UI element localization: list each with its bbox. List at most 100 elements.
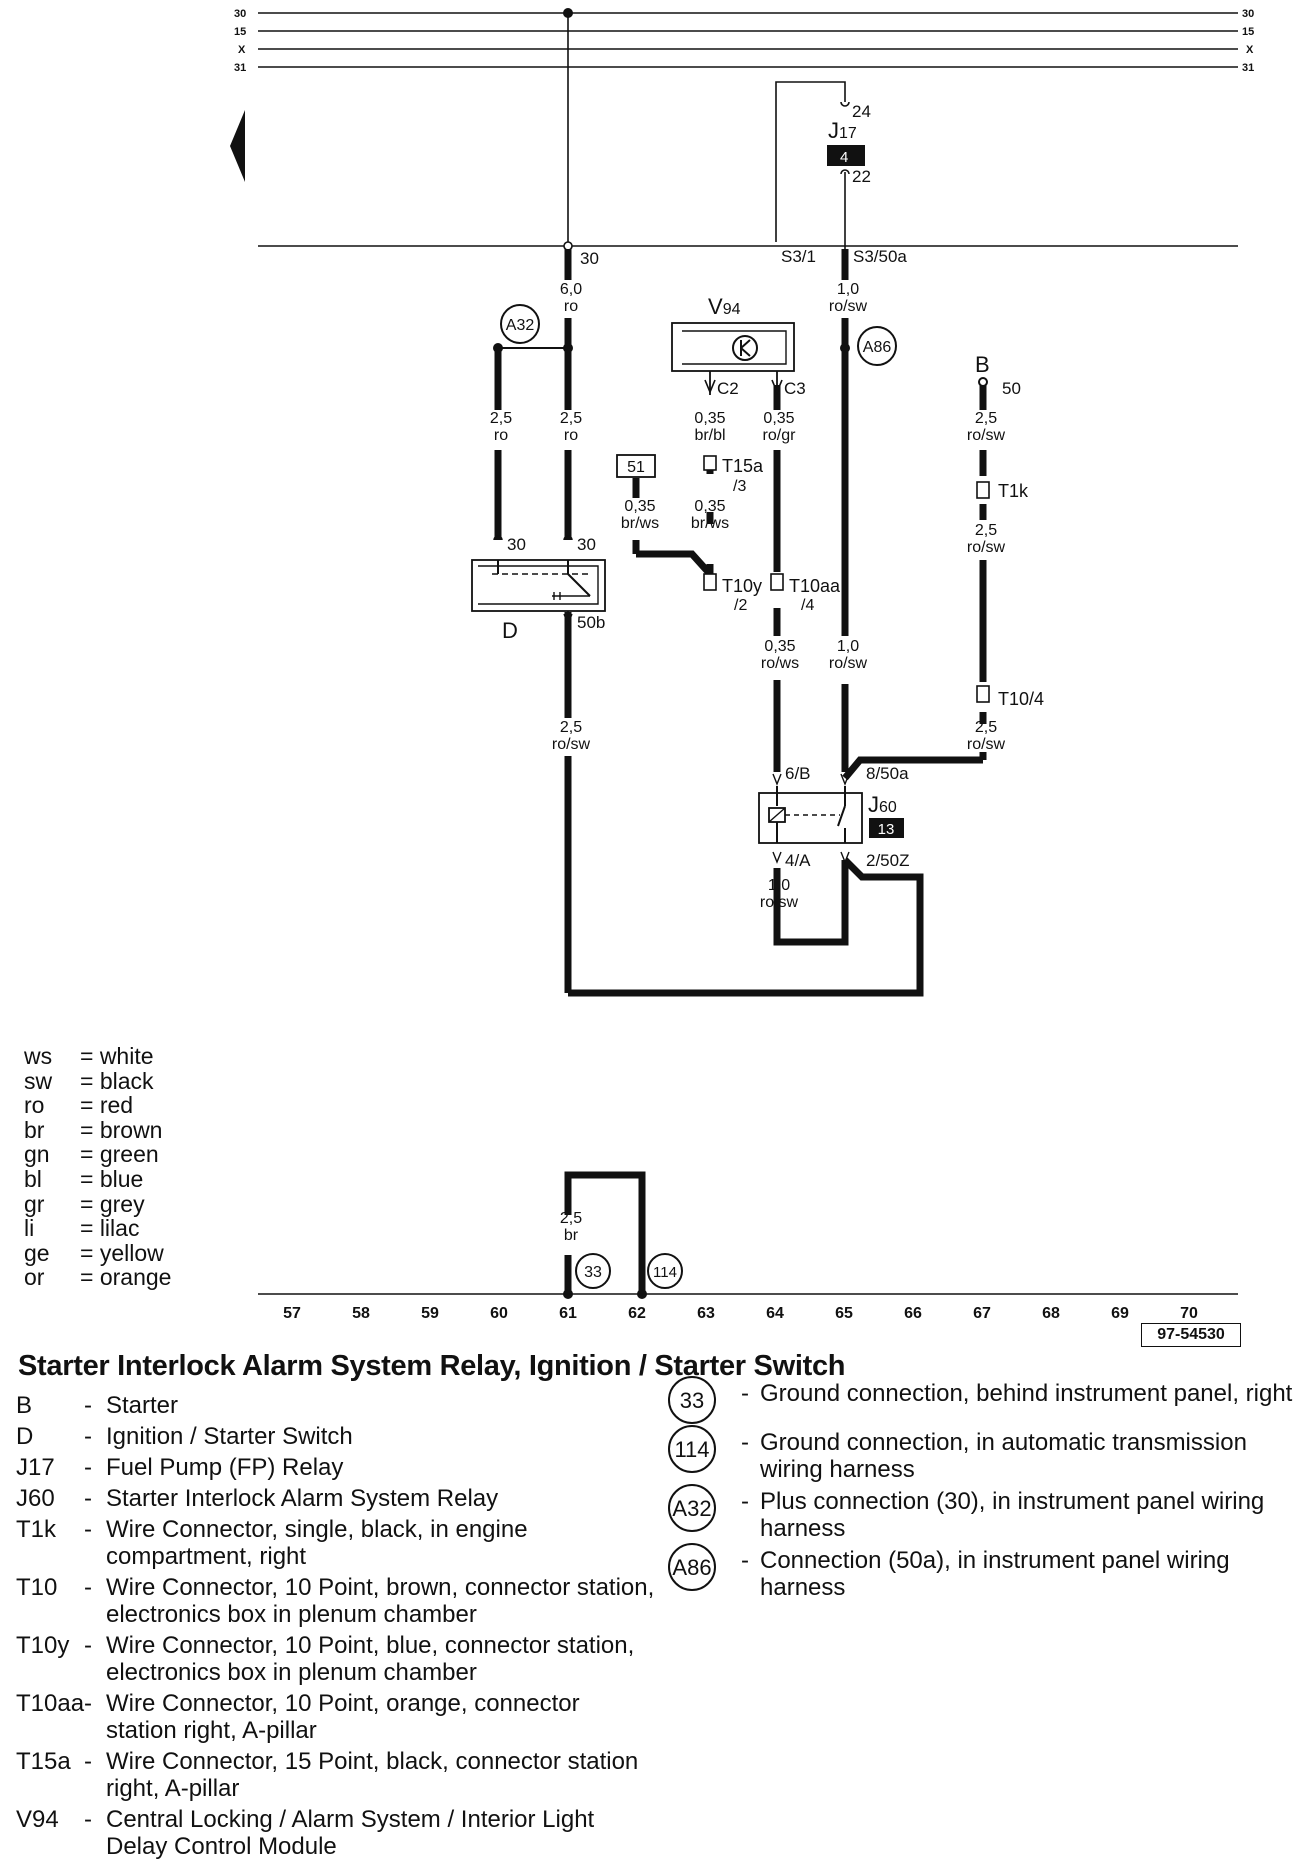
rail-label-right-30: 30 [1242,8,1254,20]
color-code: bl [24,1165,42,1192]
color-legend-row: ge= yellow [24,1241,171,1266]
wire-label-color: ro/sw [760,894,799,911]
legend-code: J60 [16,1485,55,1512]
svg-text:A32: A32 [506,317,535,334]
rail-label-right-15: 15 [1242,26,1254,38]
wire-label-color: ro/sw [829,298,868,315]
legend-item: T10aa-Wire Connector, 10 Point, orange, … [16,1690,656,1744]
v94-module: V94 C2 C3 [671,294,806,398]
power-rails [258,12,1238,68]
connector-t1k: T1k [998,481,1029,501]
axis-number: 68 [1042,1305,1060,1322]
color-legend-row: or= orange [24,1265,171,1290]
j60-box-number: 13 [878,821,895,838]
axis-number: 60 [490,1305,508,1322]
color-code: gn [24,1141,50,1168]
wire-label-color: ro/ws [761,655,799,672]
switch-d-pin-50b: 50b [577,613,605,632]
switch-d-pin-30a: 30 [507,535,526,554]
legend-badge: A86 [668,1543,716,1591]
legend-dash: - [741,1547,749,1574]
svg-text:A86: A86 [863,339,892,356]
legend-dash: - [741,1380,749,1407]
color-name: = grey [80,1190,145,1217]
axis-number: 69 [1111,1305,1129,1322]
legend-dash: - [84,1485,92,1512]
connection-legend: 33-Ground connection, behind instrument … [668,1376,1308,1606]
color-legend-row: ro= red [24,1093,171,1118]
legend-badge: 114 [668,1425,716,1473]
legend-dash: - [84,1748,92,1775]
bus-label-s31: S3/1 [781,247,816,266]
wire-label-size: 2,5 [975,522,997,539]
terminal-51-box: 51 [616,454,656,478]
legend-item: D-Ignition / Starter Switch [16,1423,656,1450]
rail-label-left-30: 30 [234,8,246,20]
axis-number: 57 [283,1305,301,1322]
legend-description: Ground connection, behind instrument pan… [760,1380,1293,1407]
legend-item: T10-Wire Connector, 10 Point, brown, con… [16,1574,656,1628]
svg-text:51: 51 [627,459,645,476]
legend-item: 33-Ground connection, behind instrument … [668,1376,1308,1424]
connector-t10y: T10y [722,576,762,596]
legend-dash: - [84,1574,92,1601]
wire-label-size: 2,5 [975,719,997,736]
wire-label-color: ro/sw [967,539,1006,556]
j17-box-number: 4 [840,149,848,166]
legend-item: T10y-Wire Connector, 10 Point, blue, con… [16,1632,656,1686]
control-module-icon [732,335,758,361]
starter-b: B 50 [975,352,1021,398]
color-name: = brown [80,1116,163,1143]
axis-number: 59 [421,1305,439,1322]
legend-code: D [16,1423,34,1450]
v94-pin-c3: C3 [784,379,806,398]
j60-relay: 6/B 8/50a J60 13 4/A 2/50Z [758,764,909,870]
color-legend-row: sw= black [24,1068,171,1094]
wire-label-color: br [564,1227,579,1244]
color-name: = yellow [80,1239,164,1266]
color-name: = lilac [80,1215,140,1242]
wire-label-color: ro/sw [967,427,1006,444]
wire-label-size: 2,5 [560,719,582,736]
legend-dash: - [84,1454,92,1481]
wire-label-size: 0,35 [763,410,794,427]
connector-t10aa: T10aa [789,576,841,596]
axis-numbers: 57 58 59 60 61 62 63 64 65 66 67 68 69 7… [283,1305,1198,1322]
color-name: = green [80,1141,159,1168]
wire-label-color: ro/sw [829,655,868,672]
j60-label: J60 [868,792,897,817]
legend-badge: A32 [668,1484,716,1532]
legend-description: Ignition / Starter Switch [106,1423,353,1450]
wire-label-size: 0,35 [694,410,725,427]
legend-description: Wire Connector, 15 Point, black, connect… [106,1748,639,1802]
badge-ground-33: 33 [575,1253,611,1289]
legend-dash: - [741,1429,749,1456]
legend-code: V94 [16,1806,59,1833]
legend-description: Starter [106,1392,179,1419]
starter-b-label: B [975,352,990,377]
connector-t10y-pin: /2 [734,597,747,614]
j17-label: J17 [828,118,857,143]
legend-dash: - [84,1516,92,1543]
wire-label-color: ro [564,427,578,444]
document-number: 97-54530 [1141,1323,1241,1347]
legend-description: Plus connection (30), in instrument pane… [760,1488,1265,1542]
legend-description: Wire Connector, 10 Point, blue, connecto… [106,1632,635,1686]
j17-pin-22: 22 [852,167,871,186]
axis-number: 61 [559,1305,577,1322]
wire-label-size: 0,35 [694,498,725,515]
wire-label-size: 2,5 [490,410,512,427]
wire-label-color: ro [564,298,578,315]
wire-label-color: ro/sw [967,736,1006,753]
color-code: gr [24,1190,45,1217]
badge-ground-114: 114 [647,1253,683,1289]
j17-pin-24: 24 [852,102,871,121]
legend-code: J17 [16,1454,55,1481]
rail-label-left-31: 31 [234,62,246,74]
color-legend-row: gr = grey [24,1190,171,1217]
wire-label-size: 6,0 [560,281,582,298]
rail-label-left-x: X [238,44,246,56]
